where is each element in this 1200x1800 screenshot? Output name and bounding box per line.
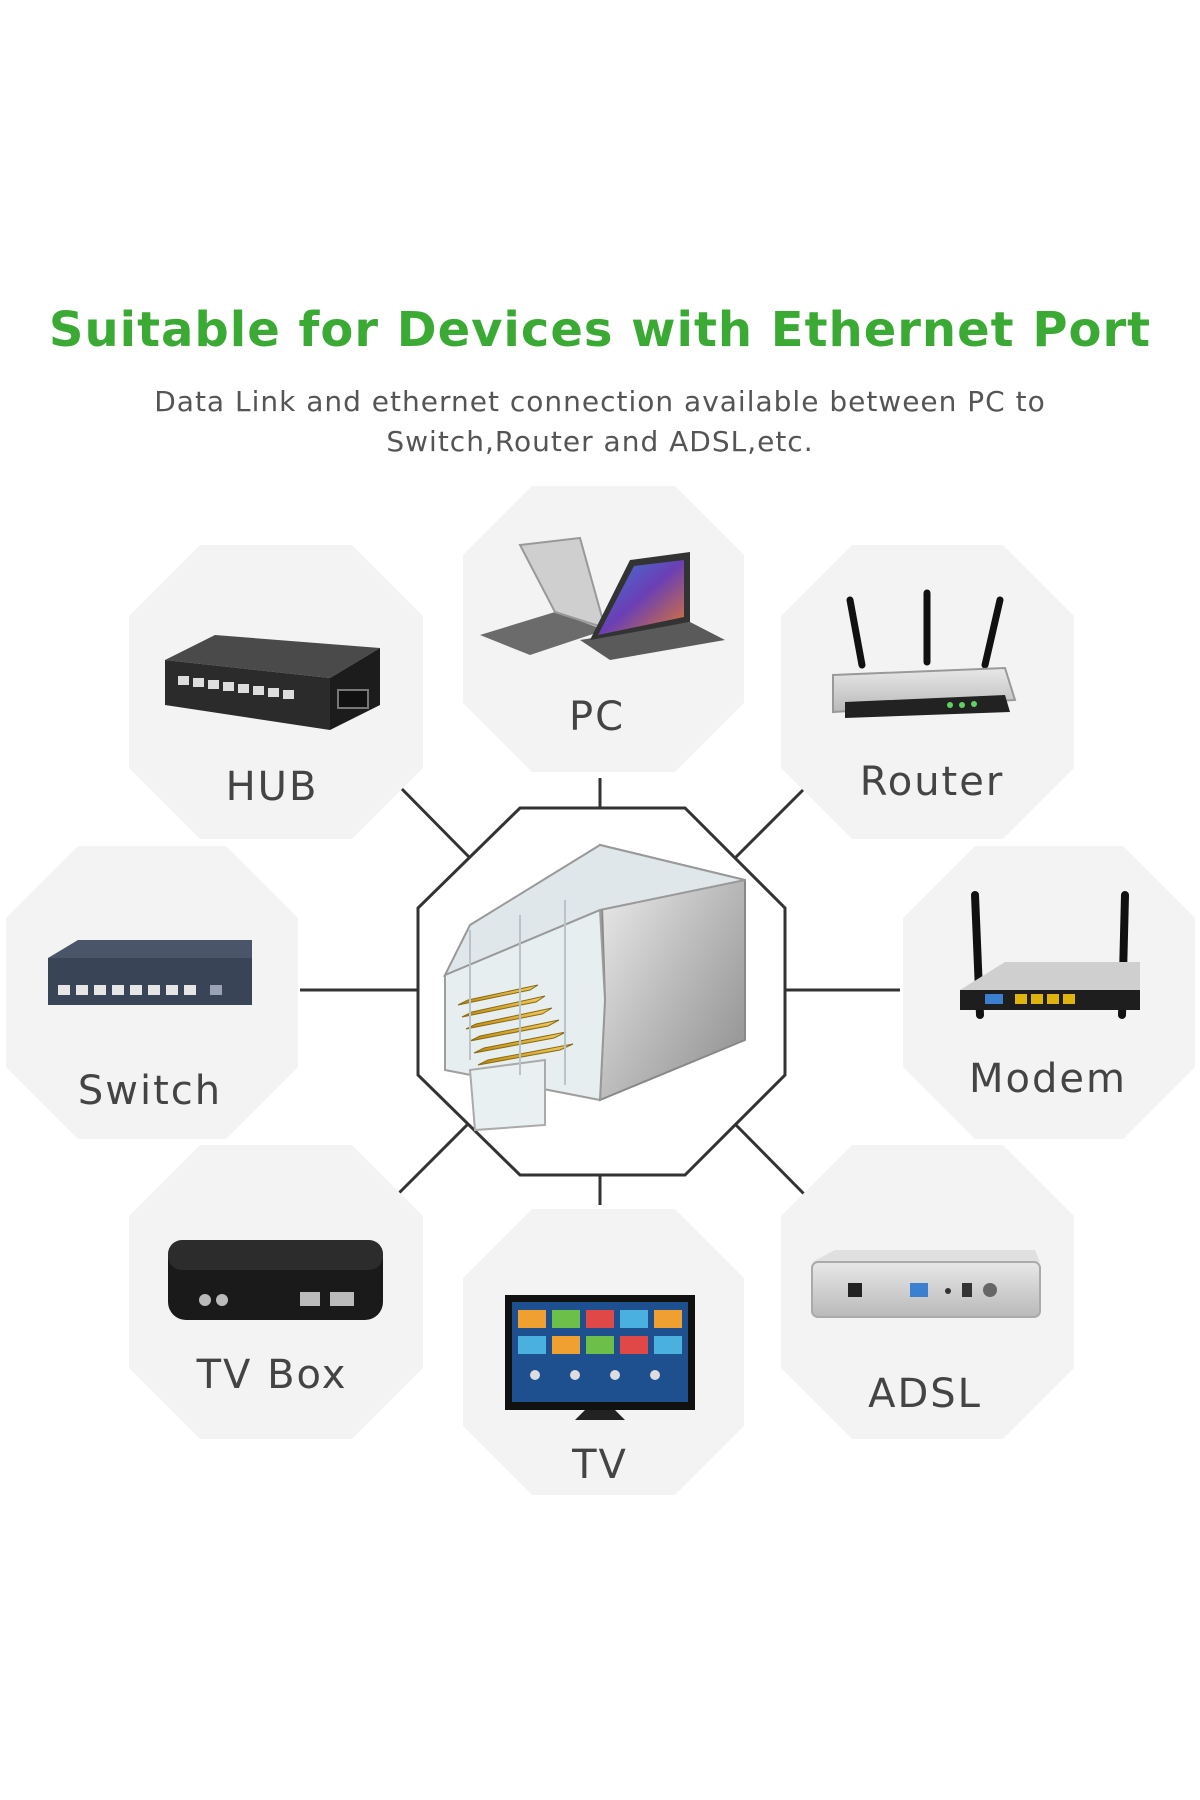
label-pc: PC bbox=[569, 694, 625, 740]
tv-icon bbox=[505, 1295, 695, 1420]
label-hub: HUB bbox=[226, 764, 319, 810]
subtitle-line-2: Switch,Router and ADSL,etc. bbox=[386, 425, 814, 458]
label-router: Router bbox=[860, 759, 1005, 805]
tv-box-icon bbox=[168, 1240, 383, 1320]
label-tvbox: TV Box bbox=[196, 1352, 348, 1398]
modem-icon bbox=[960, 891, 1140, 1019]
rj45-connector-icon bbox=[442, 843, 746, 1132]
line-to-router bbox=[733, 783, 810, 860]
switch-icon bbox=[48, 940, 252, 1005]
router-icon bbox=[832, 589, 1017, 718]
page-title: Suitable for Devices with Ethernet Port bbox=[48, 302, 1152, 358]
hub-icon bbox=[165, 635, 380, 730]
label-switch: Switch bbox=[78, 1068, 222, 1114]
laptop-icon bbox=[480, 536, 725, 660]
label-modem: Modem bbox=[969, 1056, 1127, 1102]
page-subtitle: Data Link and ethernet connection availa… bbox=[0, 382, 1200, 462]
line-to-adsl bbox=[733, 1122, 810, 1200]
connector-lines bbox=[300, 778, 900, 1205]
line-to-hub bbox=[396, 783, 472, 860]
subtitle-line-1: Data Link and ethernet connection availa… bbox=[154, 385, 1046, 418]
line-to-tvbox bbox=[392, 1122, 470, 1200]
adsl-icon bbox=[811, 1250, 1041, 1318]
label-tv: TV bbox=[571, 1442, 628, 1488]
label-adsl: ADSL bbox=[868, 1371, 982, 1417]
